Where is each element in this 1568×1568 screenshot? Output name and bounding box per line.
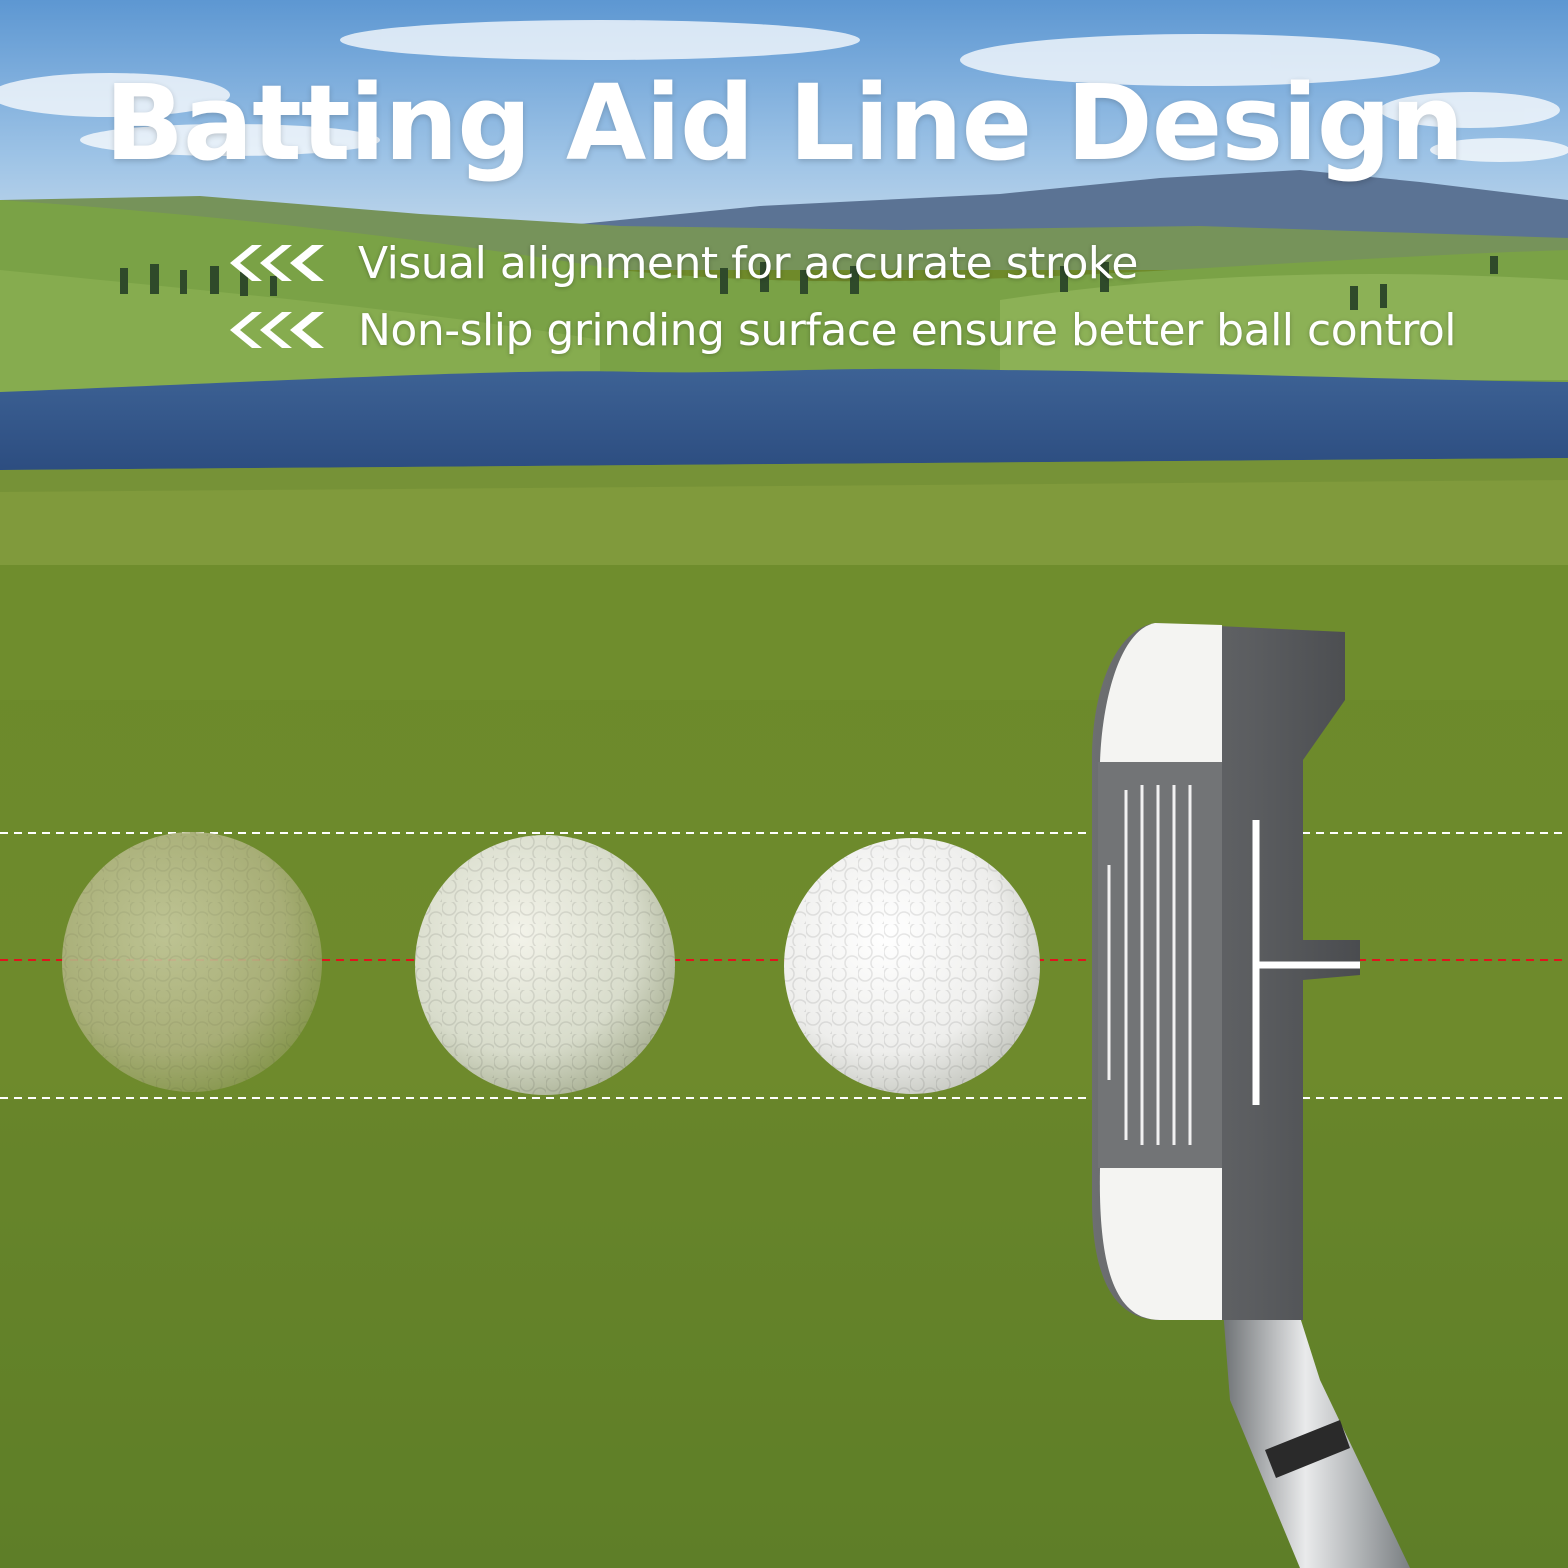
feature-item: Visual alignment for accurate stroke <box>224 237 1138 289</box>
putter-head <box>1092 623 1360 1320</box>
headline: Batting Aid Line Design <box>104 62 1465 184</box>
golf-ball-mid <box>415 835 675 1095</box>
golf-ball-faint <box>62 832 322 1092</box>
feature-text: Non-slip grinding surface ensure better … <box>358 304 1457 356</box>
golf-ball-front <box>784 838 1040 1094</box>
putter-shaft <box>1220 1270 1410 1568</box>
triple-chevron-left-icon <box>230 312 324 348</box>
feature-item: Non-slip grinding surface ensure better … <box>224 304 1457 356</box>
triple-chevron-left-icon <box>230 245 324 281</box>
feature-text: Visual alignment for accurate stroke <box>358 237 1138 289</box>
